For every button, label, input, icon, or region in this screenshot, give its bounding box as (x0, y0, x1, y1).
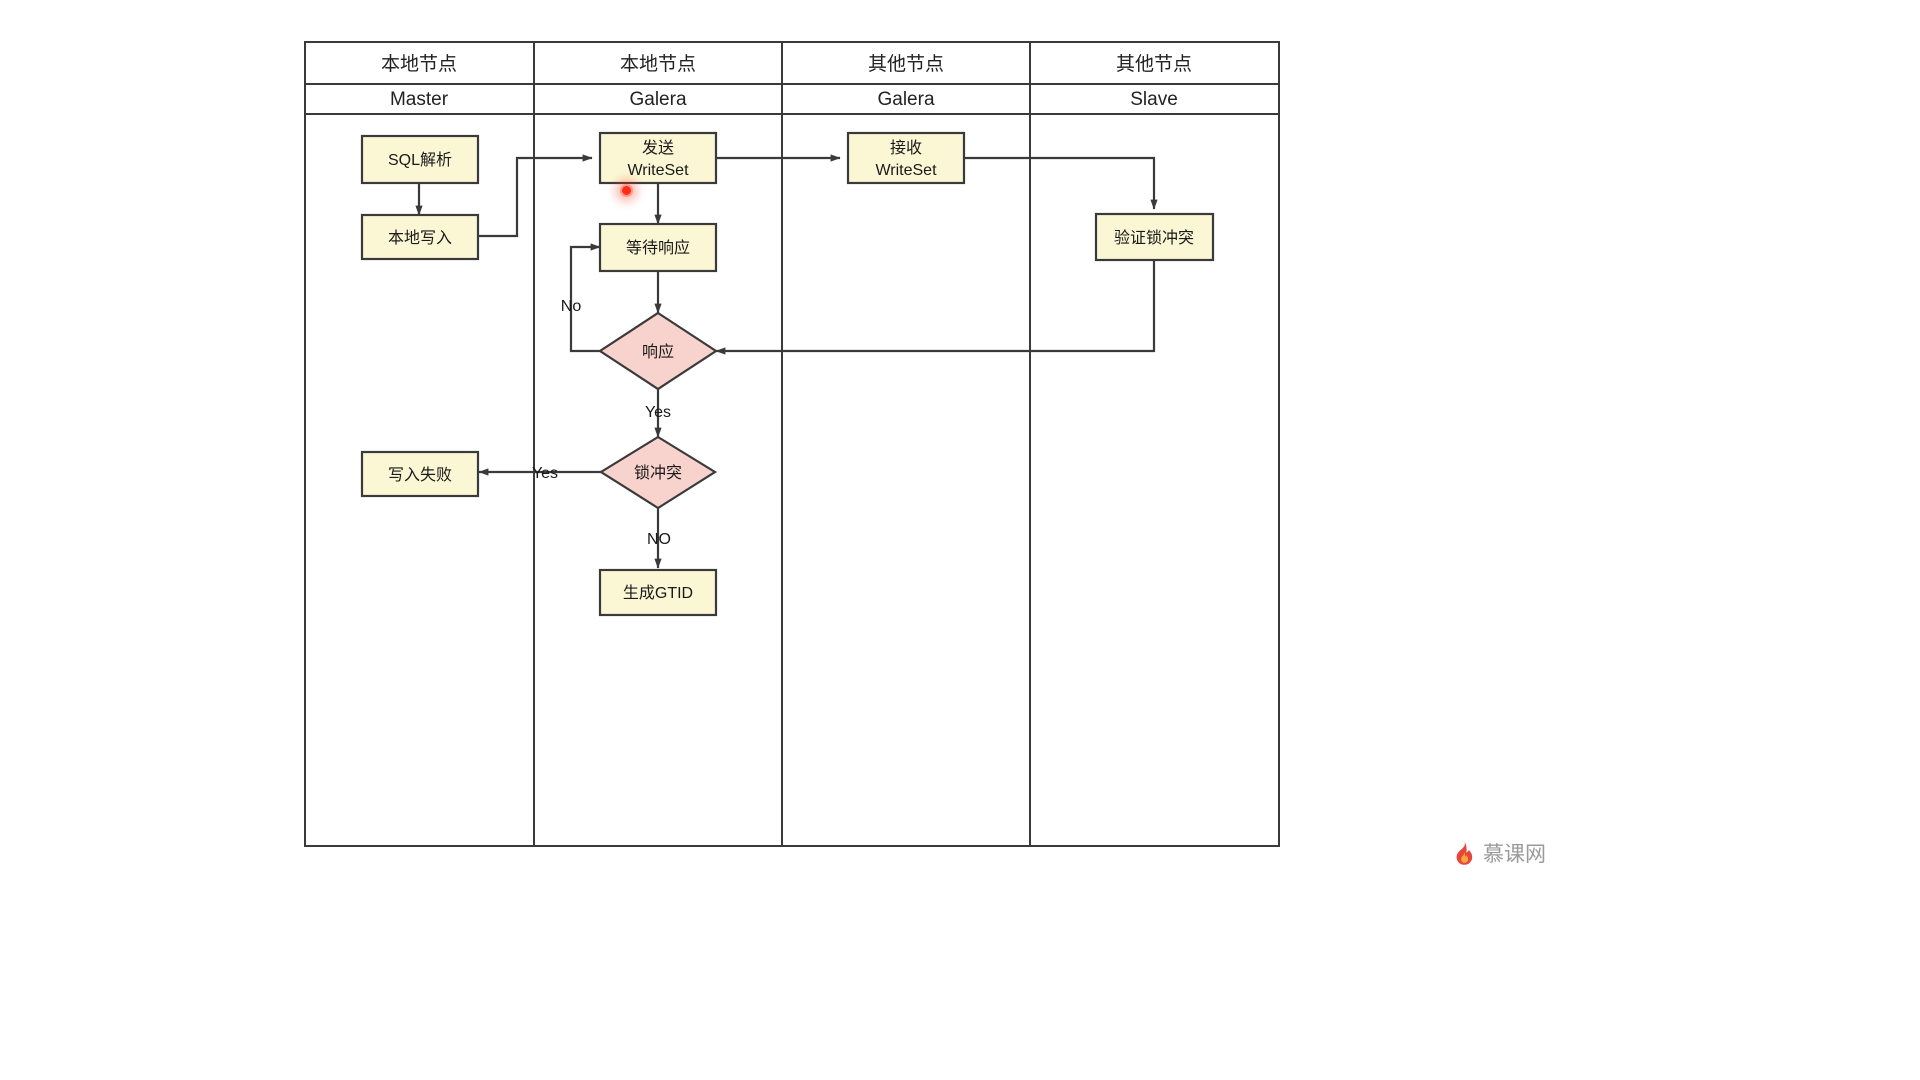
node-recv-writeset[interactable]: 接收 WriteSet (846, 131, 966, 185)
node-gen-gtid[interactable]: 生成GTID (598, 568, 718, 617)
lane-header-master: 本地节点 Master (381, 53, 457, 110)
edges-layer: 等待响应 (loop back left) --> No 锁冲突 --> Yes… (415, 154, 1158, 569)
node-response[interactable]: 响应 (597, 311, 719, 391)
node-label-send-writeset-line2: WriteSet (627, 162, 689, 179)
node-send-writeset[interactable]: 发送 WriteSet (598, 131, 718, 185)
node-label-verify-lock: 验证锁冲突 (1114, 229, 1194, 247)
node-label-sql-parse: SQL解析 (388, 151, 452, 169)
node-label-write-fail: 写入失败 (388, 466, 452, 484)
node-wait-response[interactable]: 等待响应 (598, 222, 718, 273)
node-label-gen-gtid: 生成GTID (623, 584, 693, 602)
lane-header-other-galera: 其他节点 Galera (868, 53, 944, 110)
lane-subtitle-slave: Slave (1130, 89, 1178, 110)
edge-response-no (569, 243, 601, 353)
lane-header-local-galera: 本地节点 Galera (620, 53, 696, 110)
edge-write-to-send (478, 154, 593, 238)
lane-title-slave: 其他节点 (1116, 53, 1192, 75)
lane-subtitle-master: Master (390, 89, 449, 110)
lane-header-slave: 其他节点 Slave (1116, 53, 1192, 110)
node-label-local-write: 本地写入 (388, 229, 452, 247)
node-sql-parse[interactable]: SQL解析 (360, 134, 480, 185)
lane-title-master: 本地节点 (381, 53, 457, 75)
edge-label-response-yes: Yes (645, 404, 671, 421)
node-label-response: 响应 (642, 342, 674, 361)
edge-verify-to-response (715, 260, 1156, 355)
node-label-recv-writeset-line1: 接收 (890, 139, 922, 157)
node-local-write[interactable]: 本地写入 (360, 213, 480, 261)
edge-label-conflict-yes: Yes (532, 465, 558, 482)
node-lock-conflict[interactable]: 锁冲突 (598, 435, 718, 510)
edge-recv-to-verify (963, 156, 1158, 210)
swimlane-grid (304, 41, 1280, 847)
lane-title-other-galera: 其他节点 (868, 53, 944, 75)
watermark-text: 慕课网 (1483, 843, 1546, 866)
flame-icon (1452, 840, 1476, 866)
lane-title-local-galera: 本地节点 (620, 53, 696, 75)
node-verify-lock[interactable]: 验证锁冲突 (1094, 212, 1215, 262)
lane-subtitle-local-galera: Galera (629, 89, 686, 110)
node-label-recv-writeset-line2: WriteSet (875, 162, 937, 179)
node-label-wait-response: 等待响应 (626, 238, 690, 257)
node-write-fail[interactable]: 写入失败 (360, 450, 480, 498)
edge-label-conflict-no: NO (647, 531, 671, 548)
node-label-send-writeset-line1: 发送 (642, 139, 674, 157)
node-label-lock-conflict: 锁冲突 (634, 464, 682, 482)
edge-label-response-no: No (561, 298, 582, 315)
watermark: 慕课网 (1452, 838, 1546, 868)
lane-subtitle-other-galera: Galera (877, 89, 934, 110)
